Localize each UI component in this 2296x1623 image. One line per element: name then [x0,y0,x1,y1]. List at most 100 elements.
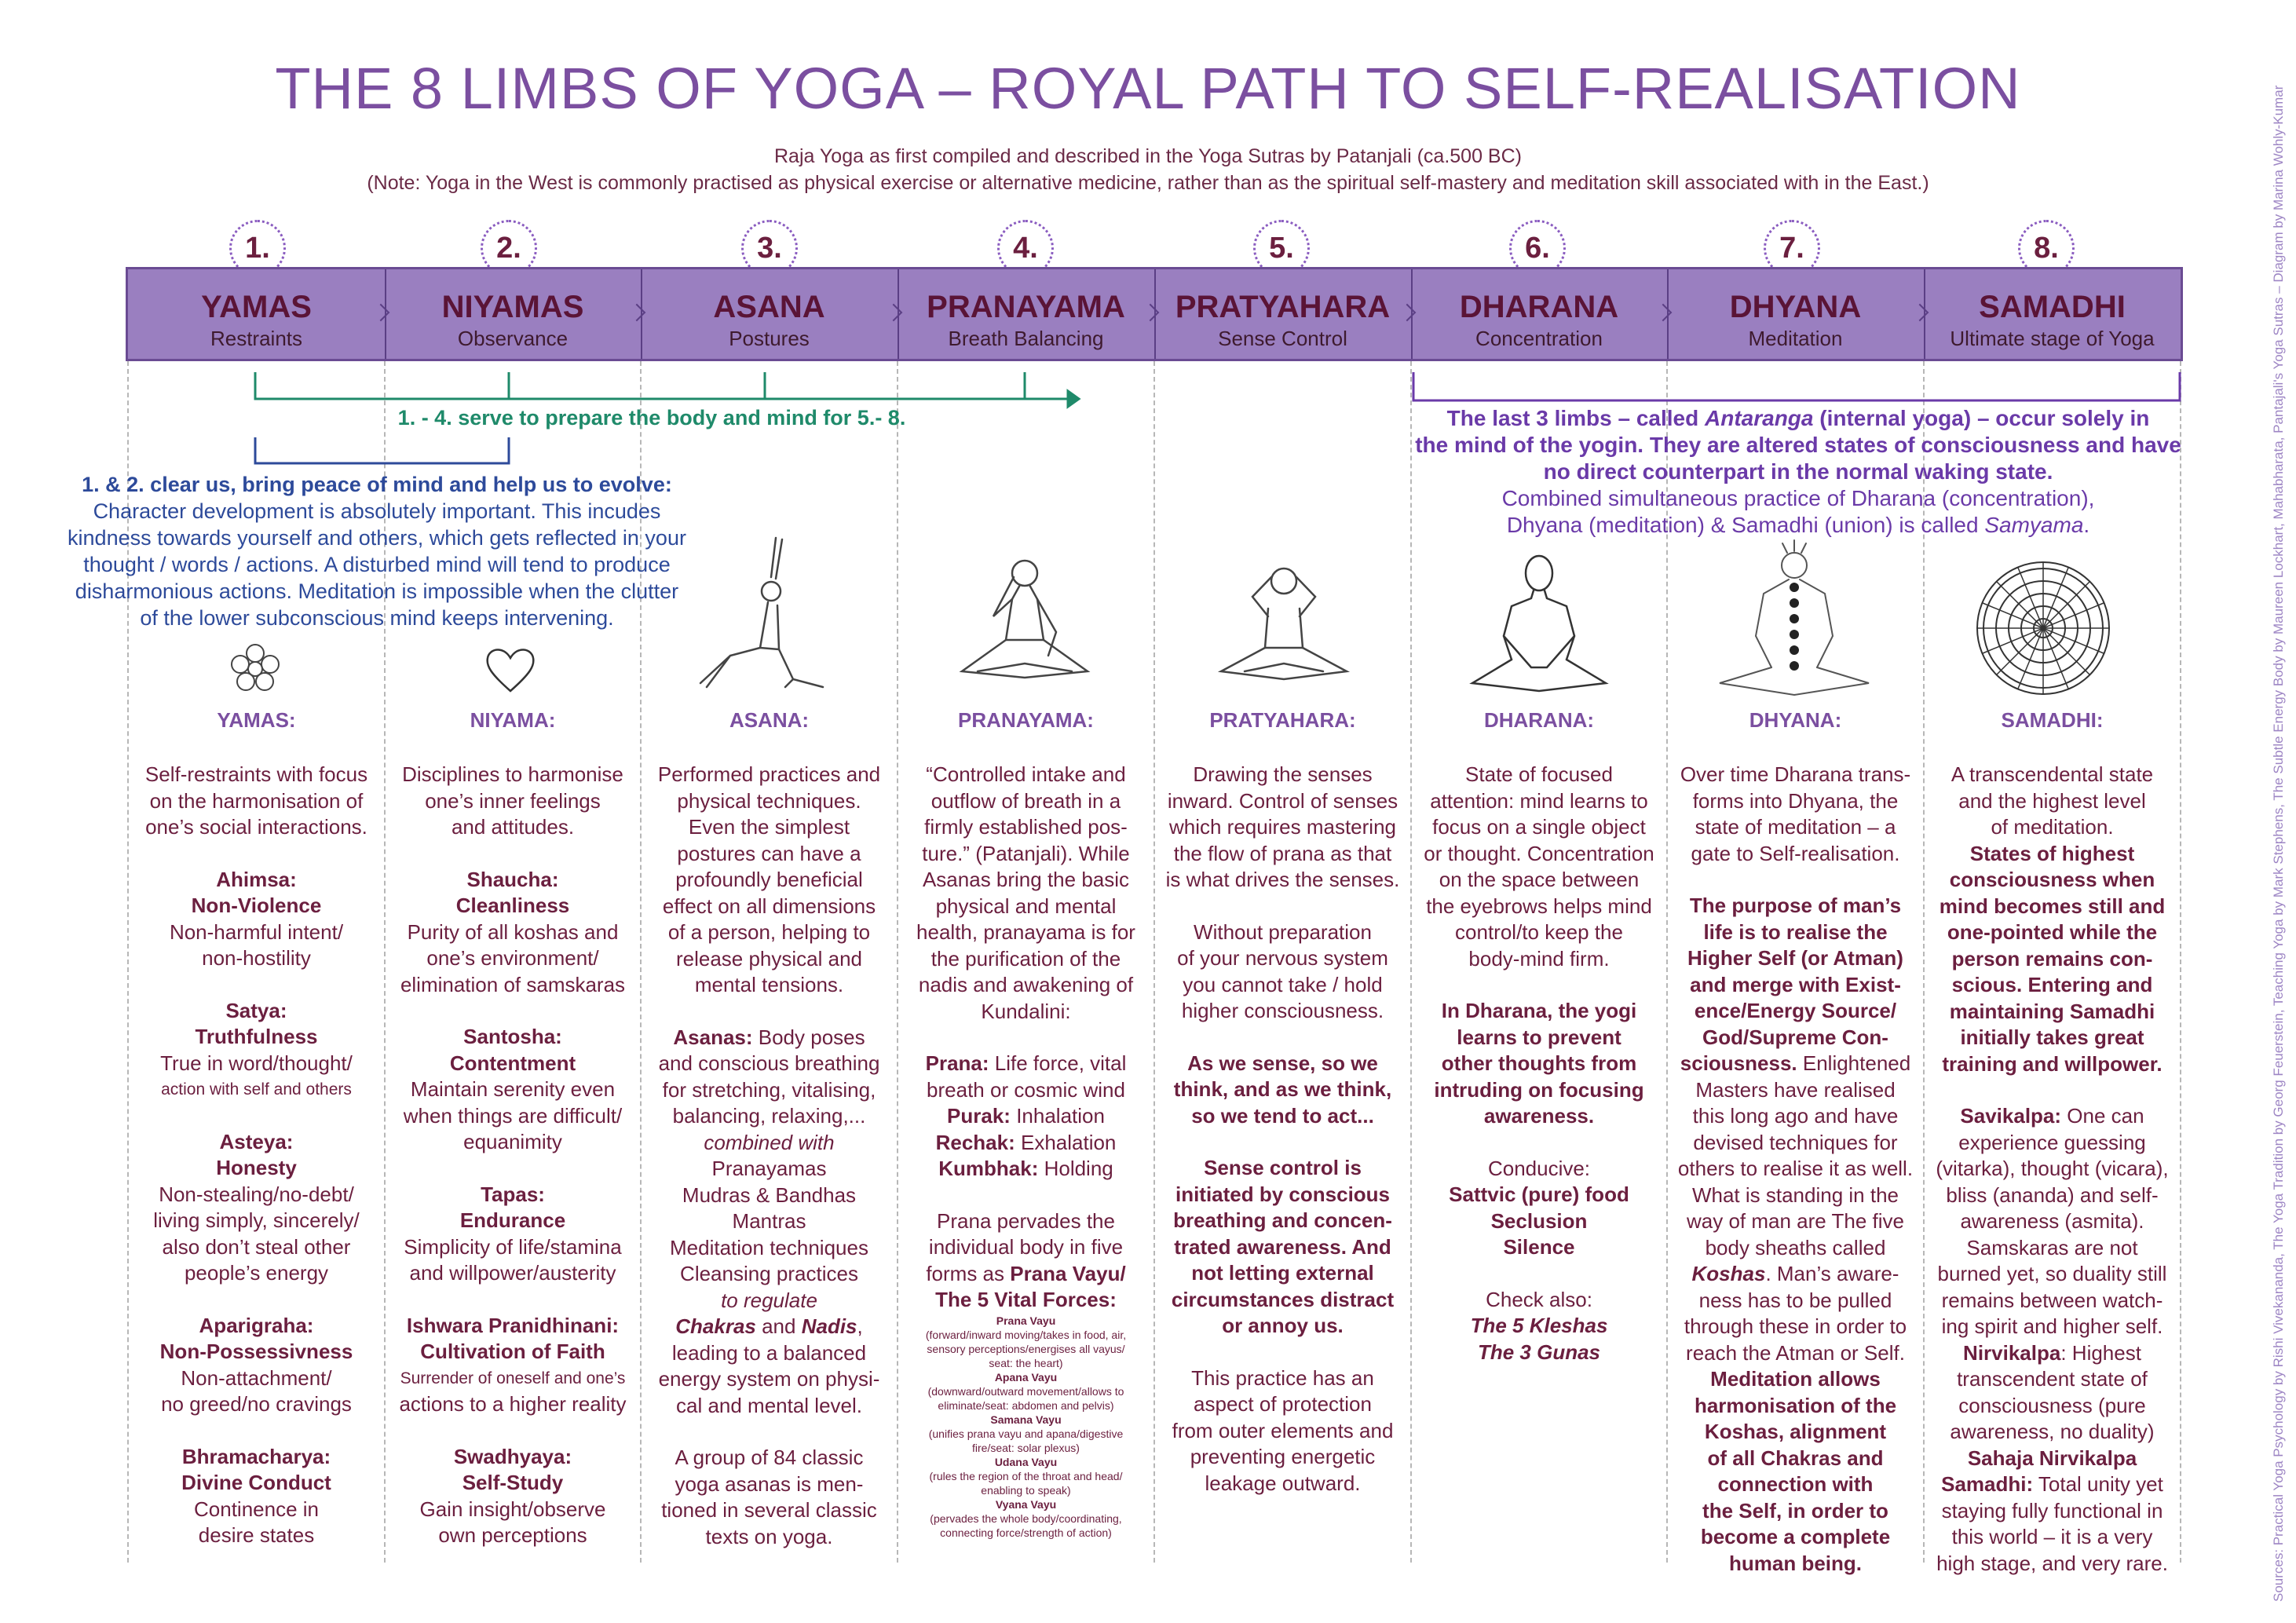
text-line: high stage, and very rare. [1936,1551,2168,1575]
text-line: to regulate [721,1288,817,1312]
term-savikalpa: Savikalpa: [1960,1104,2062,1128]
column-heading-dhyana: DHYANA: [1749,708,1842,732]
text-line: or thought. Concentration [1424,841,1654,865]
text-line: individual body in five [928,1235,1124,1259]
note-line: Combined simultaneous practice of Dharan… [1501,486,2095,510]
text-line: equanimity [463,1130,562,1153]
text-line: staying fully functional in [1941,1498,2163,1522]
text-fragment: Enlightened [1797,1051,1911,1075]
text-line: leading to a balanced [671,1340,867,1365]
vayu-desc: seat: the heart) [989,1356,1063,1369]
limb-subtitle: Sense Control [1218,327,1347,350]
text-fragment: Inhalation [1010,1104,1105,1128]
text-line: one’s social interactions. [145,815,367,839]
limb-subtitle: Postures [729,327,810,350]
text-line: higher consciousness. [1181,999,1384,1022]
text-line: Self-restraints with focus [144,762,368,786]
text-fragment: , [857,1314,863,1338]
text-line: reach the Atman or Self. [1686,1340,1905,1365]
text-line: This practice has an [1191,1365,1374,1390]
text-line: of all Chakras and [1707,1446,1884,1470]
bar-divider [1411,269,1413,359]
text-line: breathing and concen- [1173,1208,1392,1232]
bar-divider [641,269,642,359]
term-purak: Purak: [947,1104,1011,1128]
text-line: initiated by conscious [1175,1182,1391,1206]
vayu-desc: (unifies prana vayu and apana/digestive [928,1427,1124,1440]
text-line: “Controlled intake and [926,762,1126,786]
text-line: circumstances distract [1171,1287,1395,1311]
note-line: kindness towards yourself and others, wh… [68,526,686,550]
text-line: Maintain serenity even [410,1077,616,1101]
column-separator [897,361,898,1563]
text-line: God/Supreme Con- [1702,1025,1888,1049]
text-line: one-pointed while the [1947,920,2158,944]
item-title: Honesty [216,1156,297,1179]
bar-divider [385,269,386,359]
item-term: Ahimsa: [216,867,297,891]
text-line: tioned in several classic [661,1498,877,1522]
text-line: Prana pervades the [937,1208,1115,1233]
note-text: Dhyana (meditation) & Samadhi (union) is… [1506,513,1985,537]
text-line: State of focused [1465,762,1613,786]
lunge-pose-icon [699,536,824,689]
text-line: remains between watch- [1941,1288,2163,1312]
vayu-desc: eliminate/seat: abdomen and pelvis) [938,1398,1114,1412]
text-line: other thoughts from [1441,1051,1637,1075]
item-title: Self-Study [462,1471,564,1494]
list-item: Meditation techniques [670,1235,868,1259]
item-term: Satya: [225,998,287,1022]
text-line: focus on a single object [1432,815,1646,839]
text-line: bliss (ananda) and self- [1946,1183,2159,1207]
text-line: The purpose of man’s [1689,894,1902,917]
text-line: for stretching, vitalising, [662,1077,876,1102]
term-prana-vayu: Prana Vayu/ [1010,1261,1126,1285]
text-line: experience guessing [1958,1130,2146,1154]
limb-number-6: 6. [1509,220,1566,276]
text-line: leakage outward. [1205,1471,1361,1495]
bracket-6-8-purple [1412,372,2181,402]
text-line: life is to realise the [1703,919,1888,944]
text-line: intruding on focusing [1434,1077,1644,1102]
text-line: energy system on physi- [658,1367,880,1391]
limb-name: SAMADHI [1979,290,2126,324]
item-term: Aparigraha: [199,1313,314,1337]
limb-subtitle: Ultimate stage of Yoga [1950,327,2155,350]
limb-name: PRATYAHARA [1175,290,1391,324]
text-line: True in word/thought/ [160,1051,353,1075]
text-line: Kundalini: [981,999,1071,1023]
vayu-name: Apana Vayu [994,1370,1058,1384]
text-line: The 5 Vital Forces: [935,1288,1117,1311]
text-line: release physical and [675,946,863,971]
note-text: . [2083,513,2090,537]
text-line: this world – it is a very [1951,1525,2153,1548]
limb-subtitle: Breath Balancing [948,327,1104,350]
text-line: consciousness (pure [1958,1393,2146,1417]
bar-divider [1924,269,1925,359]
list-item: Mantras [732,1209,806,1233]
text-line: breath or cosmic wind [927,1077,1125,1102]
vayu-desc: (pervades the whole body/coordinating, [930,1512,1122,1525]
text-line: Check also: [1486,1287,1592,1311]
text-line: of a person, helping to [667,920,871,944]
text-line: transcendent state of [1957,1367,2148,1391]
item-term: Swadhyaya: [453,1444,572,1468]
text-line: one’s environment/ [426,946,599,970]
text-fragment: and [755,1314,802,1338]
text-line: of your nervous system [1177,946,1388,970]
note-line: no direct counterpart in the normal waki… [1543,459,2053,484]
term-rechak: Rechak: [935,1130,1015,1154]
text-fragment: Holding [1038,1157,1113,1180]
text-line: What is standing in the [1691,1183,1899,1207]
text-line: the flow of prana as that [1173,841,1392,865]
text-line: training and willpower. [1942,1051,2163,1076]
text-line: States of highest [1969,841,2135,865]
text-line: Even the simplest [688,815,850,839]
limb-cell-pratyahara: PRATYAHARA Sense Control [1154,269,1411,359]
text-line: desire states [198,1523,315,1547]
text-line: Samskaras are not [1966,1235,2138,1259]
text-line: profoundly beneficial [675,868,863,891]
text-line: action with self and others [161,1080,352,1098]
text-line: body-mind firm. [1468,946,1610,971]
